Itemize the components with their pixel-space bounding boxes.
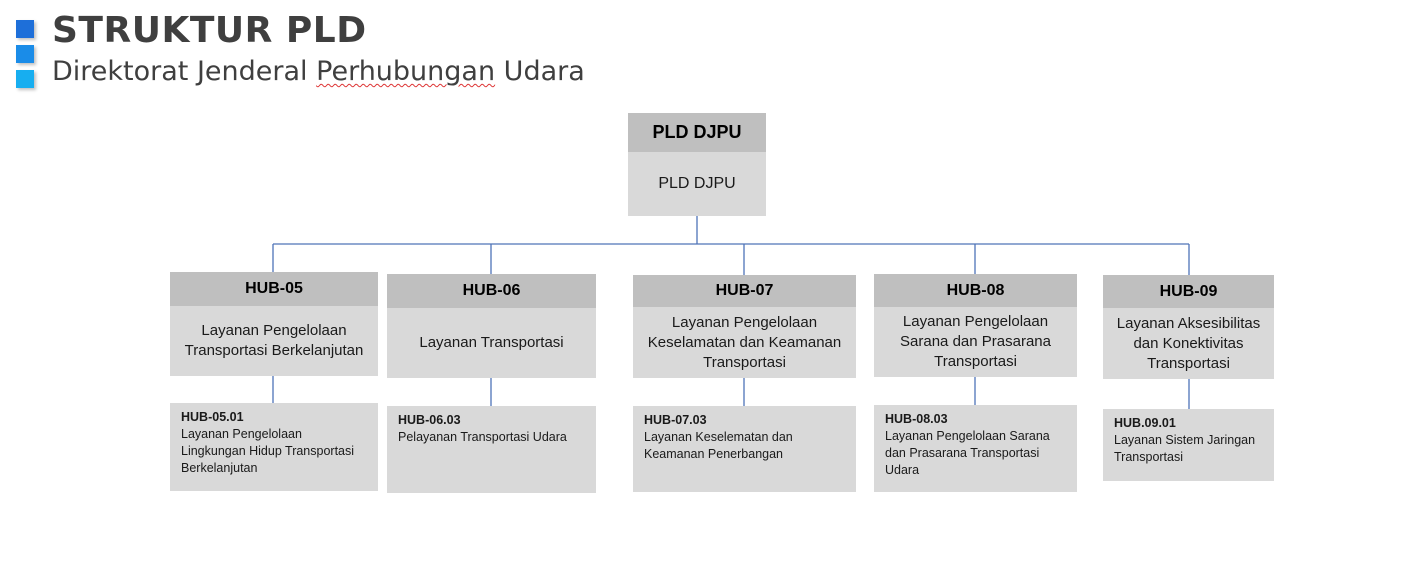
hub-09-01-name: Layanan Sistem Jaringan Transportasi [1114,433,1256,464]
org-node-hub-07: HUB-07 Layanan Pengelolaan Keselamatan d… [633,275,856,378]
hub-08-name: Layanan Pengelolaan Sarana dan Prasarana… [900,313,1051,370]
org-node-hub-09-01: HUB.09.01 Layanan Sistem Jaringan Transp… [1103,409,1274,481]
header-bullet-square-3 [16,70,34,88]
hub-05-code: HUB-05 [170,272,378,306]
org-node-hub-05-01: HUB-05.01 Layanan Pengelolaan Lingkungan… [170,403,378,491]
page-subtitle: Direktorat Jenderal Perhubungan Udara [52,54,585,90]
hub-05-01-name: Layanan Pengelolaan Lingkungan Hidup Tra… [181,427,355,475]
header-bullet-square-2 [16,45,34,63]
org-node-hub-06-03: HUB-06.03 Pelayanan Transportasi Udara [387,406,596,493]
hub-05-name: Layanan Pengelolaan Transportasi Berkela… [184,322,364,359]
subtitle-text-after: Udara [495,56,585,87]
org-node-hub-06: HUB-06 Layanan Transportasi [387,274,596,378]
root-node-body: PLD DJPU [658,175,736,192]
connector-lines [272,216,1190,409]
org-node-hub-09: HUB-09 Layanan Aksesibilitas dan Konekti… [1103,275,1274,379]
org-node-root: PLD DJPU PLD DJPU [628,113,766,216]
org-node-hub-08-03: HUB-08.03 Layanan Pengelolaan Sarana dan… [874,405,1077,492]
hub-07-03-name: Layanan Keselematan dan Keamanan Penerba… [644,430,793,461]
hub-08-03-code: HUB-08.03 [885,412,948,426]
hub-05-01-code: HUB-05.01 [181,410,244,424]
org-node-hub-08: HUB-08 Layanan Pengelolaan Sarana dan Pr… [874,274,1077,377]
hub-07-name: Layanan Pengelolaan Keselamatan dan Keam… [647,313,842,371]
hub-06-code: HUB-06 [387,274,596,308]
subtitle-text-before: Direktorat Jenderal [52,56,317,87]
hub-08-03-name: Layanan Pengelolaan Sarana dan Prasarana… [885,429,1050,477]
subtitle-spellcheck-word: Perhubungan [316,56,496,87]
hub-09-name: Layanan Aksesibilitas dan Konektivitas T… [1116,314,1261,372]
page-title: STRUKTUR PLD [52,10,367,51]
hub-09-code: HUB-09 [1103,275,1274,308]
hub-06-03-code: HUB-06.03 [398,413,461,427]
hub-09-01-code: HUB.09.01 [1114,416,1176,430]
hub-07-code: HUB-07 [633,275,856,307]
org-node-hub-07-03: HUB-07.03 Layanan Keselematan dan Keaman… [633,406,856,492]
hub-06-name: Layanan Transportasi [419,334,564,351]
header-bullet-square-1 [16,20,34,38]
hub-08-code: HUB-08 [874,274,1077,307]
hub-07-03-code: HUB-07.03 [644,413,707,427]
root-node-header: PLD DJPU [628,113,766,152]
org-node-hub-05: HUB-05 Layanan Pengelolaan Transportasi … [170,272,378,376]
hub-06-03-name: Pelayanan Transportasi Udara [398,430,567,444]
